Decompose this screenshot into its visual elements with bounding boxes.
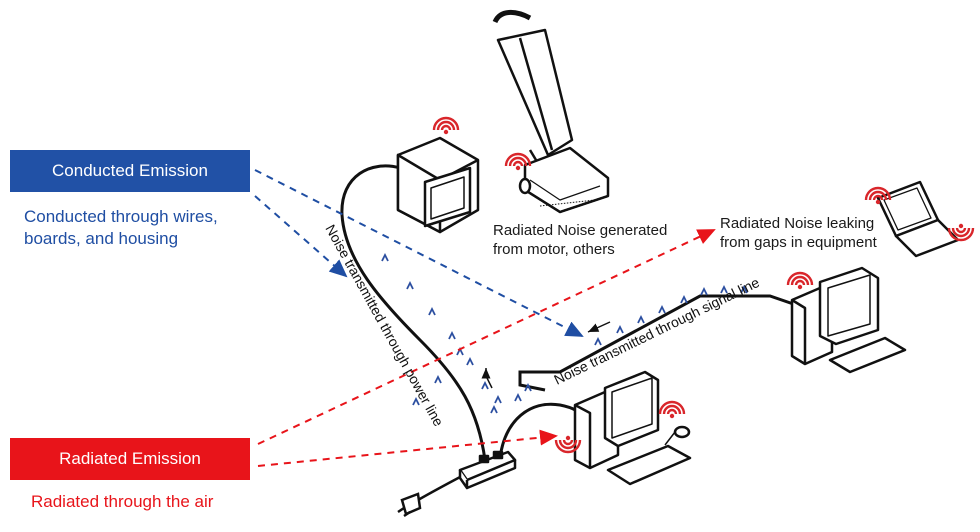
power-strip-icon [458,450,517,490]
power-cable [340,164,487,461]
conducted-desc-line2: boards, and housing [24,229,179,248]
desktop-computer-icon [573,370,692,486]
radiation-waves [432,116,975,454]
noise-spike [490,404,498,414]
power-line-label: Noise transmitted through power line [322,222,447,429]
signal-cable [518,294,806,392]
gaps-note-line1: Radiated Noise leaking [720,215,875,232]
noise-spike [616,324,624,334]
noise-spike [524,382,532,392]
signal-direction-arrow [587,321,611,333]
laptop-icon [876,180,960,258]
noise-spike [740,284,748,294]
conducted-description: Conducted through wires, boards, and hou… [24,206,218,250]
radiation-wave-icon [658,400,686,419]
conducted-desc-line1: Conducted through wires, [24,207,218,226]
gaps-note-line2: from gaps in equipment [720,234,877,251]
noise-spike [434,374,442,384]
plug-cord [417,474,463,502]
radiation-wave-icon [432,116,460,135]
noise-spike [381,252,389,262]
noise-spike [466,356,474,366]
noise-spike [680,294,688,304]
plug-icon [397,492,422,518]
noise-spike [494,394,502,404]
noise-spike [428,306,436,316]
conducted-arrow-upper [254,169,584,337]
vacuum-cleaner-icon [492,10,610,214]
pc-power-cable [498,402,584,459]
noise-spike [514,392,522,402]
noise-spike [448,330,456,340]
cable-up-arrow [481,368,493,389]
radiated-description: Radiated through the air [31,492,214,511]
gaps-noise-note: Radiated Noise leaking from gaps in equi… [720,214,877,252]
motor-noise-note: Radiated Noise generated from motor, oth… [493,221,667,259]
noise-spike [700,286,708,296]
noise-spike [637,314,645,324]
noise-spike [406,280,414,290]
radiation-wave-icon [554,435,582,454]
noise-spike [412,396,420,406]
radiation-wave-icon [947,223,975,242]
motor-note-line1: Radiated Noise generated [493,222,668,239]
conducted-emission-label: Conducted Emission [10,150,250,192]
noise-spike [658,304,666,314]
radiation-wave-icon [786,271,814,290]
radiated-arrow-lower [257,429,558,467]
radiation-wave-icon [504,152,532,171]
radiated-emission-label: Radiated Emission [10,438,250,480]
desktop-computer-right-icon [790,266,907,374]
noise-spike [720,284,728,294]
motor-note-line2: from motor, others [493,241,615,258]
radiated-arrow-upper [257,229,716,445]
signal-line-label: Noise transmitted through signal line [551,274,762,388]
radiation-wave-icon [864,186,892,205]
noise-spike [481,380,489,390]
crt-monitor-icon [396,136,480,234]
noise-spike [594,336,602,346]
